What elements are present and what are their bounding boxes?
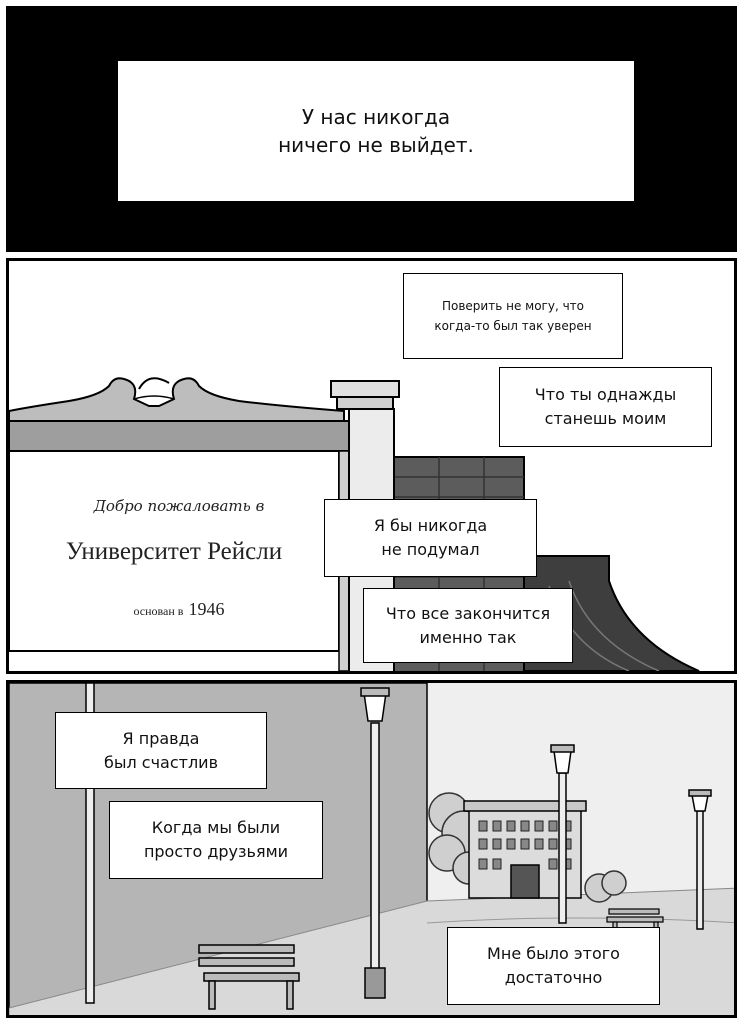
caption-box-4: Я бы никогда не подумал	[324, 499, 537, 577]
caption-text: Что все закончится именно так	[385, 603, 551, 647]
lamp-post-1	[360, 687, 390, 999]
sign-founded: основан в 1946	[69, 599, 289, 620]
caption-text: У нас никогда ничего не выйдет.	[278, 105, 474, 157]
caption-text: Я бы никогда не подумал	[373, 516, 488, 559]
caption-box-7: Когда мы были просто друзьями	[109, 801, 323, 879]
lamp-post-3	[688, 789, 712, 930]
pillar-cap	[330, 380, 400, 398]
lamp-post-2	[550, 744, 575, 924]
sign-beam	[9, 420, 350, 452]
distant-building	[463, 800, 587, 899]
caption-text: Что ты однажды станешь моим	[534, 385, 677, 428]
sign-top	[9, 377, 345, 422]
sign-founded-year: 1946	[188, 599, 225, 619]
caption-box-6: Я правда был счастлив	[55, 712, 267, 789]
caption-box-5: Что все закончится именно так	[363, 588, 573, 663]
caption-text: Мне было этого достаточно	[487, 944, 620, 987]
caption-text: Я правда был счастлив	[103, 728, 219, 772]
lamp-post-4	[85, 683, 95, 1004]
caption-box-2: Поверить не могу, что когда-то был так у…	[403, 273, 623, 359]
caption-box-3: Что ты однажды станешь моим	[499, 367, 712, 447]
sign-university-name: Университет Рейсли	[65, 538, 283, 565]
caption-box-8: Мне было этого достаточно	[447, 927, 660, 1005]
panel-2: Добро пожаловать в Университет Рейсли ос…	[6, 258, 737, 674]
sign-founded-label: основан в	[133, 604, 184, 618]
sign-greeting: Добро пожаловать в	[93, 497, 265, 515]
bench-1	[198, 944, 300, 1010]
caption-text: Поверить не могу, что когда-то был так у…	[434, 299, 592, 333]
panel-3: Я правда был счастлив Когда мы были прос…	[6, 680, 737, 1018]
caption-text: Когда мы были просто друзьями	[143, 818, 289, 861]
caption-box-1: У нас никогда ничего не выйдет.	[118, 61, 634, 201]
panel-1: У нас никогда ничего не выйдет.	[6, 6, 737, 252]
